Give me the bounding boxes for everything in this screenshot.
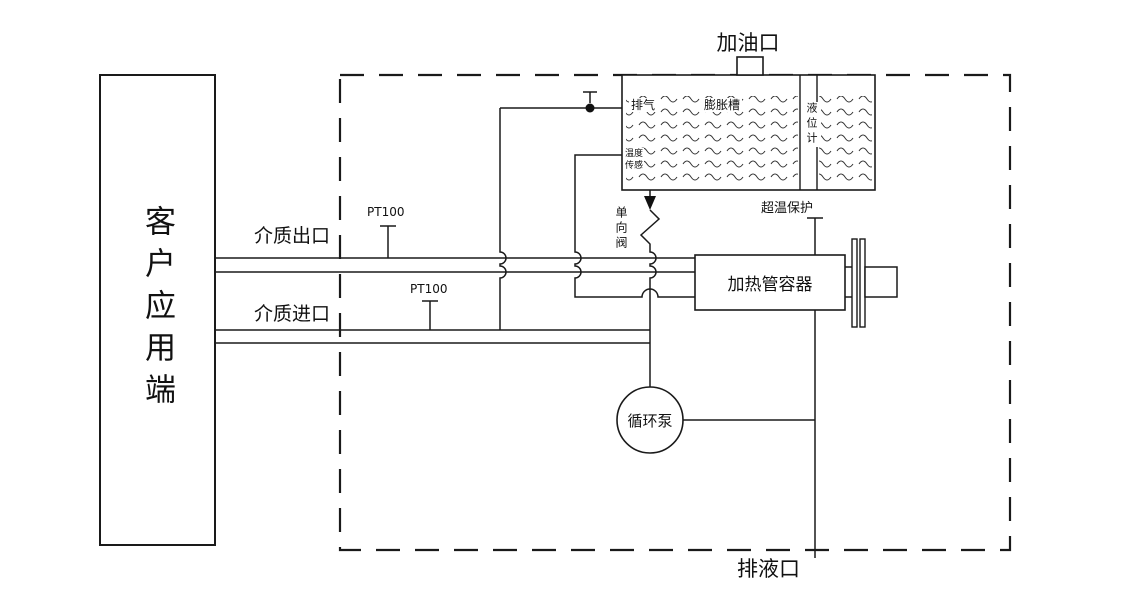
fill-port-neck <box>736 56 764 76</box>
medium-outlet-label: 介质出口 <box>254 226 331 247</box>
temp-sensor-label: 温度 传感 <box>624 148 645 172</box>
expansion-tank-label: 膨胀槽 <box>702 98 743 113</box>
level-gauge-label: 液位计 <box>801 102 821 147</box>
heater-body <box>694 254 846 311</box>
medium-inlet-label: 介质进口 <box>254 304 331 325</box>
heater-flange <box>845 238 866 328</box>
heater-vessel-label: 加热管容器 <box>727 275 813 294</box>
customer-box-label: 客户应用端 <box>140 205 175 415</box>
pt100-inlet-label: PT100 <box>410 282 448 296</box>
return-pipe <box>215 329 650 344</box>
pt100-outlet-label: PT100 <box>367 205 405 219</box>
tank-liquid-waves-right <box>819 96 872 186</box>
pt100-inlet-sensor <box>422 300 438 330</box>
pt100-outlet-sensor <box>380 225 396 258</box>
heater-terminal <box>864 266 898 298</box>
check-valve-label: 单向阀 <box>611 206 632 251</box>
vent-line <box>499 107 622 330</box>
check-valve-line <box>639 190 661 387</box>
fill-port-label: 加油口 <box>716 31 780 55</box>
overtemp-line <box>807 217 823 255</box>
vent-label: 排气 <box>629 98 658 113</box>
tank-outlet-line <box>574 154 695 298</box>
drain-port-label: 排液口 <box>737 557 800 581</box>
circulation-pump-label: 循环泵 <box>627 413 673 430</box>
customer-box <box>99 74 216 546</box>
vent-valve-icon <box>583 91 597 113</box>
flow-arrow-icon <box>644 196 656 210</box>
supply-pipe <box>215 257 695 273</box>
overtemp-protection-label: 超温保护 <box>759 197 816 216</box>
